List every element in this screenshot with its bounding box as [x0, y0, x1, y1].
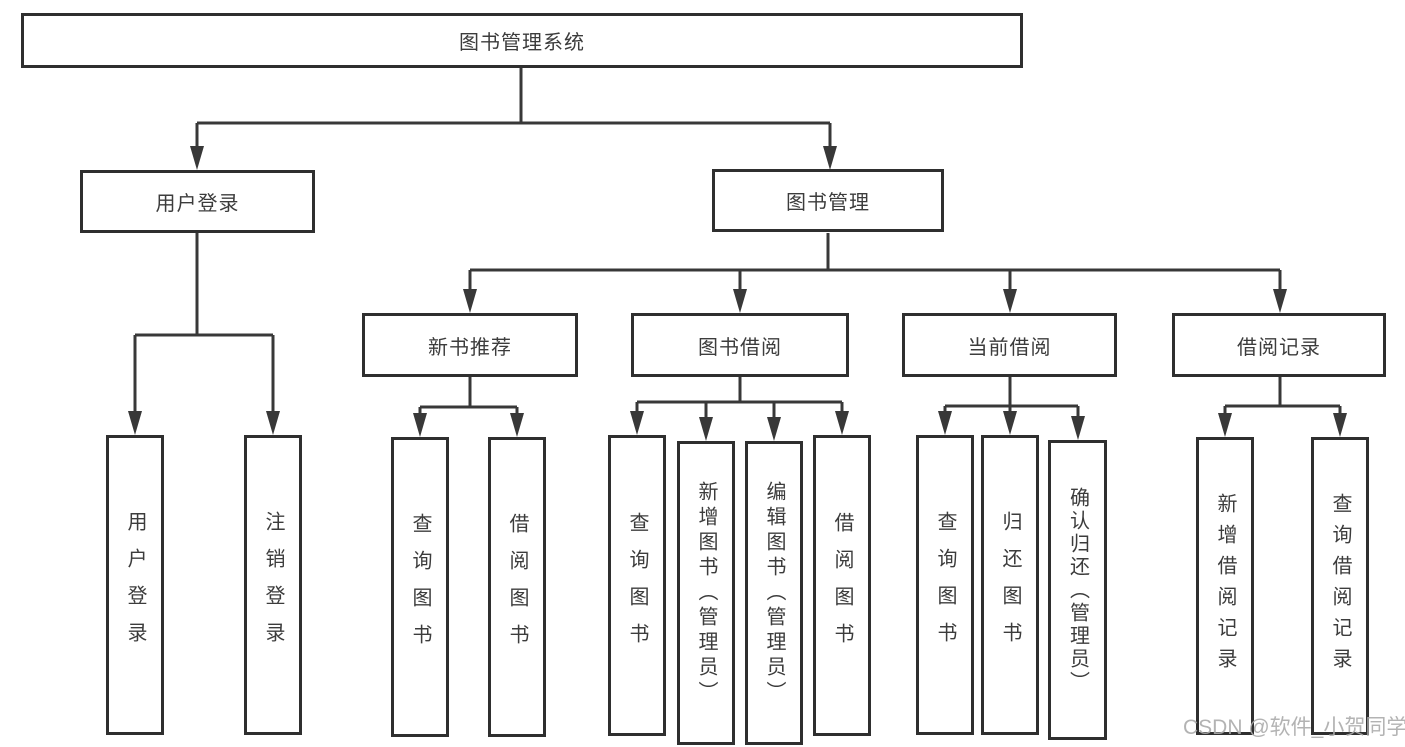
node-query-books-recommend: 查询图书 [391, 437, 449, 737]
node-return-book: 归还图书 [981, 435, 1039, 735]
node-query-books-borrow: 查询图书 [608, 435, 666, 736]
node-query-books-current: 查询图书 [916, 435, 974, 735]
node-borrowing-records: 借阅记录 [1172, 313, 1386, 377]
node-label: 查询借阅记录 [1329, 493, 1351, 679]
node-label: 查询图书 [626, 511, 648, 660]
node-query-borrow-record: 查询借阅记录 [1311, 437, 1369, 735]
node-book-management: 图书管理 [712, 169, 944, 232]
node-borrow-books-leaf: 借阅图书 [813, 435, 871, 736]
node-user-login-leaf: 用户登录 [106, 435, 164, 735]
node-label: 注销登录 [262, 511, 284, 659]
node-logout: 注销登录 [244, 435, 302, 735]
node-label: 图书管理 [786, 192, 870, 214]
node-label: 新增图书（管理员） [695, 480, 717, 706]
node-confirm-return-admin: 确认归还（管理员） [1048, 440, 1107, 740]
arrowhead-icons [128, 146, 1347, 441]
node-label: 新书推荐 [428, 336, 512, 359]
node-label: 借阅记录 [1237, 336, 1321, 359]
node-label: 图书管理系统 [459, 32, 585, 54]
node-add-book-admin: 新增图书（管理员） [677, 441, 735, 745]
node-label: 确认归还（管理员） [1066, 486, 1089, 694]
node-label: 新增借阅记录 [1214, 493, 1236, 679]
node-user-login: 用户登录 [80, 170, 315, 233]
node-book-borrowing: 图书借阅 [631, 313, 849, 377]
node-borrow-books-recommend: 借阅图书 [488, 437, 546, 737]
node-label: 编辑图书（管理员） [763, 480, 785, 706]
node-label: 用户登录 [124, 511, 146, 659]
node-label: 借阅图书 [506, 513, 528, 661]
node-label: 图书借阅 [698, 336, 782, 359]
csdn-watermark: CSDN @软件_小贺同学 [1183, 716, 1405, 739]
node-add-borrow-record: 新增借阅记录 [1196, 437, 1254, 735]
node-label: 当前借阅 [967, 336, 1052, 359]
node-label: 用户登录 [155, 193, 240, 215]
node-edit-book-admin: 编辑图书（管理员） [745, 441, 803, 745]
node-current-borrowing: 当前借阅 [902, 313, 1117, 377]
node-label: 查询图书 [409, 513, 431, 661]
node-label: 归还图书 [999, 511, 1021, 659]
node-library-management-system: 图书管理系统 [21, 13, 1023, 68]
node-label: 查询图书 [934, 511, 956, 659]
node-new-book-recommendation: 新书推荐 [362, 313, 578, 377]
node-label: 借阅图书 [831, 511, 853, 660]
